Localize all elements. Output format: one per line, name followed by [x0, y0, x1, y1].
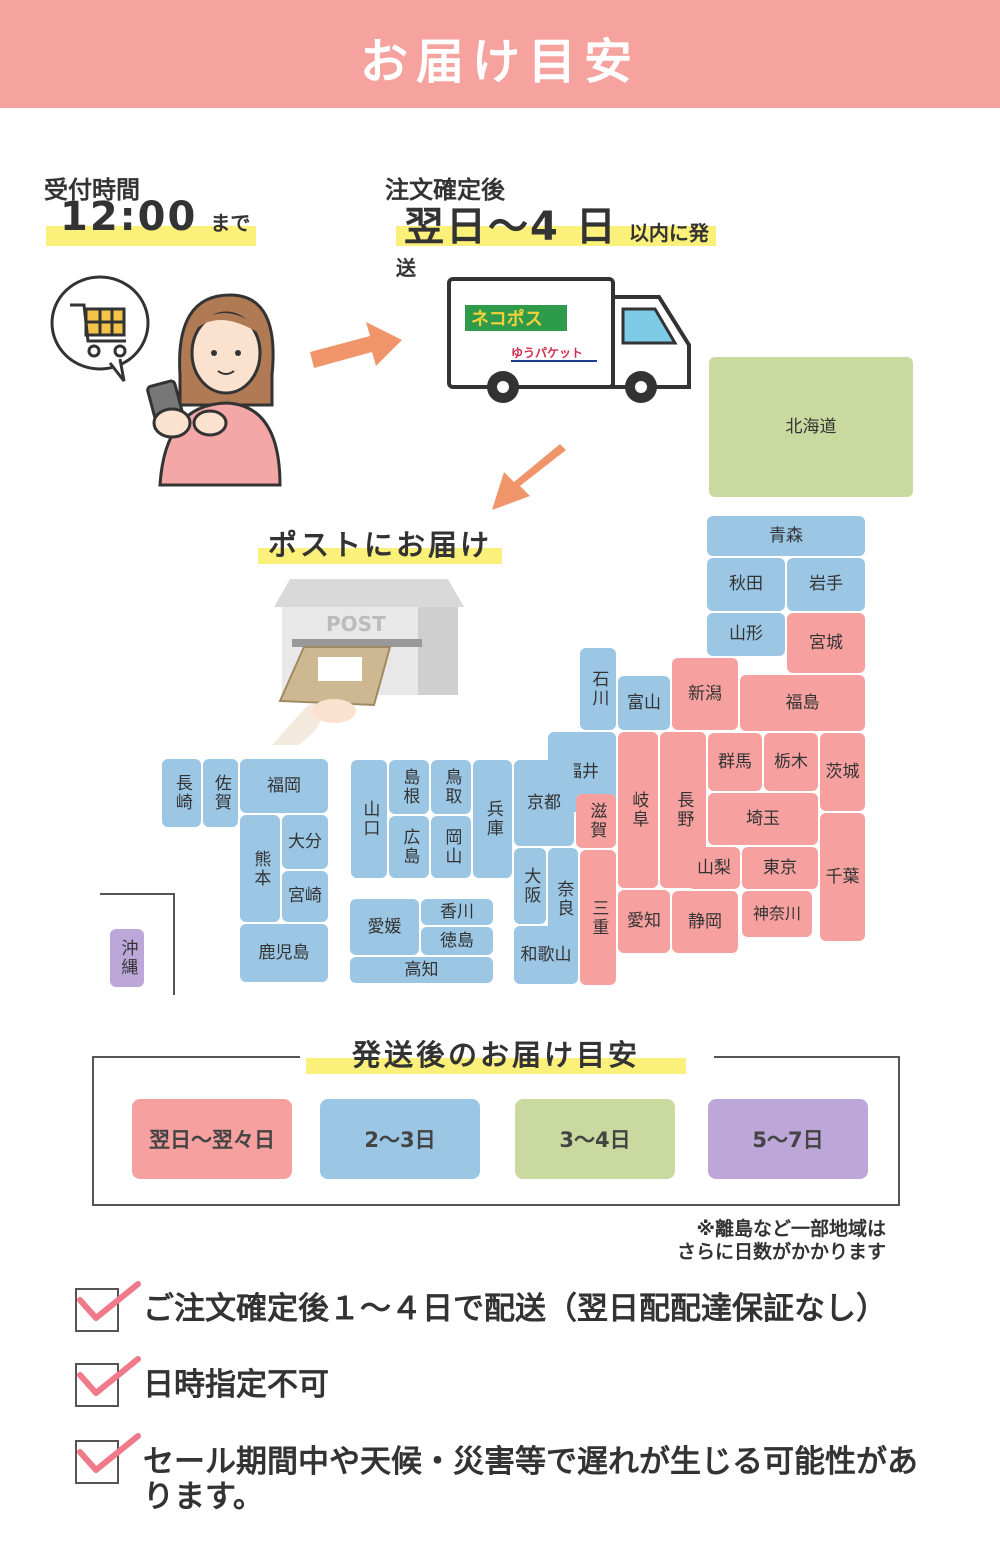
arrow-down-left-icon — [492, 444, 566, 510]
shopping-woman-illustration — [50, 275, 282, 487]
check-mark-icon — [77, 1281, 141, 1321]
legend-item-5-7-days: 5〜7日 — [708, 1099, 868, 1179]
region-wakayama: 和歌山 — [514, 926, 578, 984]
region-miyazaki: 宮崎 — [282, 871, 328, 922]
legend-note: ※離島など一部地域は さらに日数がかかります — [560, 1218, 886, 1264]
post-label: ポストにお届け — [268, 528, 493, 562]
region-toyama: 富山 — [618, 676, 670, 730]
checklist-item-2: 日時指定不可 — [143, 1367, 329, 1403]
shopping-cart-bubble-icon — [50, 275, 150, 382]
region-chiba: 千葉 — [820, 813, 865, 941]
region-hiroshima: 広島 — [389, 816, 429, 878]
legend-note-line1: ※離島など一部地域は — [696, 1218, 886, 1240]
region-gifu: 岐阜 — [618, 732, 658, 888]
region-gunma: 群馬 — [708, 733, 762, 791]
region-iwate: 岩手 — [787, 558, 865, 611]
checklist-item-1: ご注文確定後１〜４日で配送（翌日配配達保証なし） — [143, 1291, 887, 1327]
region-tokushima: 徳島 — [421, 927, 493, 955]
checkbox-2 — [75, 1363, 119, 1407]
check-mark-icon — [77, 1356, 141, 1396]
region-saga: 佐賀 — [203, 759, 238, 827]
region-tochigi: 栃木 — [764, 733, 818, 791]
legend-title-highlight: 発送後のお届け目安 — [306, 1032, 686, 1074]
ship-days: 翌日〜4 日 — [404, 204, 618, 250]
region-tokyo: 東京 — [742, 847, 818, 889]
region-aomori: 青森 — [707, 516, 865, 556]
order-time-value: 12:00 — [60, 194, 198, 240]
region-shizuoka: 静岡 — [672, 891, 738, 953]
post-box-text: POST — [326, 612, 386, 636]
checkbox-1 — [75, 1288, 119, 1332]
legend-item-3-4-days: 3〜4日 — [515, 1099, 675, 1179]
region-hokkaido: 北海道 — [709, 357, 913, 497]
region-kagawa: 香川 — [421, 899, 493, 925]
region-mie: 三重 — [580, 850, 616, 985]
post-label-highlight: ポストにお届け — [258, 522, 503, 564]
page-title: お届け目安 — [359, 34, 640, 90]
woman-icon — [146, 293, 282, 487]
legend-item-2-3-days: 2〜3日 — [320, 1099, 480, 1179]
legend-note-line2: さらに日数がかかります — [676, 1240, 886, 1263]
check-mark-icon — [77, 1433, 141, 1473]
region-ishikawa: 石川 — [580, 648, 616, 730]
checklist-item-3: セール期間中や天候・災害等で遅れが生じる可能性があります。 — [143, 1444, 918, 1515]
truck-brand1: ネコポス — [471, 308, 543, 330]
region-okinawa: 沖縄 — [110, 929, 144, 987]
region-okayama: 岡山 — [431, 816, 471, 878]
legend-title: 発送後のお届け目安 — [351, 1038, 640, 1072]
order-time-highlight: 12:00 まで — [46, 194, 256, 246]
post-box-illustration: POST — [272, 579, 464, 745]
region-fukuoka: 福岡 — [240, 759, 328, 813]
checkbox-3 — [75, 1440, 119, 1484]
region-shimane: 島根 — [389, 760, 429, 814]
delivery-truck-illustration: ネコポス ゆうパケット — [447, 277, 691, 403]
region-hyogo: 兵庫 — [473, 760, 512, 878]
ship-highlight: 翌日〜4 日 以内に発送 — [396, 194, 716, 280]
region-osaka: 大阪 — [514, 848, 546, 924]
order-time-suffix: まで — [210, 211, 251, 235]
region-ehime: 愛媛 — [350, 899, 419, 955]
region-niigata: 新潟 — [672, 658, 738, 730]
region-miyagi: 宮城 — [787, 613, 865, 673]
region-kochi: 高知 — [350, 957, 493, 983]
region-akita: 秋田 — [707, 558, 785, 611]
region-fukushima: 福島 — [740, 675, 865, 731]
legend-item-next-day: 翌日〜翌々日 — [132, 1099, 292, 1179]
arrow-right-icon — [310, 322, 402, 368]
region-kyoto: 京都 — [514, 760, 574, 846]
header-banner — [0, 0, 1000, 108]
region-aichi: 愛知 — [618, 890, 670, 953]
region-kumamoto: 熊本 — [240, 815, 280, 922]
region-ibaraki: 茨城 — [820, 733, 865, 811]
region-yamagata: 山形 — [707, 613, 785, 656]
region-yamanashi: 山梨 — [688, 847, 740, 889]
truck-brand2: ゆうパケット — [511, 346, 583, 360]
okinawa-inset-border — [100, 893, 175, 995]
region-kagoshima: 鹿児島 — [240, 924, 328, 982]
region-tottori: 鳥取 — [431, 760, 471, 814]
region-kanagawa: 神奈川 — [742, 891, 812, 937]
region-saitama: 埼玉 — [708, 793, 818, 845]
region-shiga: 滋賀 — [576, 794, 616, 848]
region-oita: 大分 — [282, 815, 328, 869]
region-nagasaki: 長崎 — [162, 759, 201, 827]
region-yamaguchi: 山口 — [351, 760, 387, 878]
ship-days-suffix: 以内に発送 — [396, 221, 709, 280]
